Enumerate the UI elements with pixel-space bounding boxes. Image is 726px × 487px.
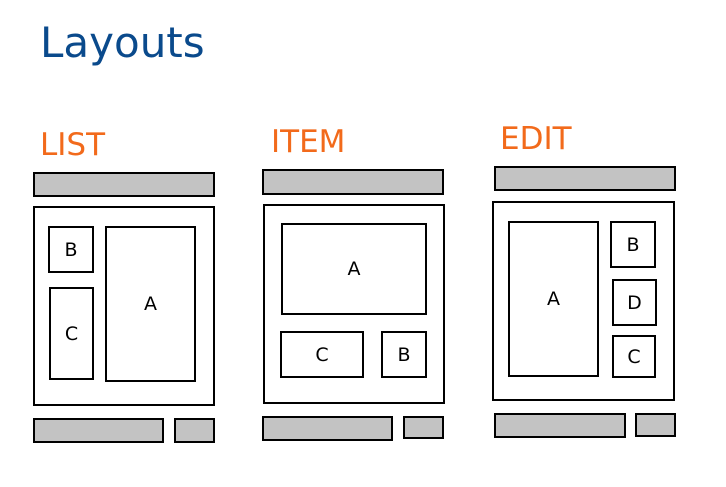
region-b: B (381, 331, 427, 378)
region-c: C (49, 287, 94, 380)
layout-list-heading: LIST (40, 127, 106, 163)
layout-edit-heading: EDIT (500, 121, 572, 157)
region-a: A (508, 221, 599, 377)
page-title: Layouts (40, 18, 205, 67)
footer-bar-wide (262, 416, 393, 441)
region-c: C (612, 335, 656, 378)
footer-bar-narrow (174, 418, 215, 443)
region-b: B (48, 226, 94, 273)
footer-bar-wide (494, 413, 626, 438)
region-a: A (105, 226, 196, 382)
region-d: D (612, 279, 657, 326)
header-bar (494, 166, 676, 191)
layout-item-heading: ITEM (271, 124, 346, 160)
footer-bar-narrow (403, 416, 444, 439)
header-bar (33, 172, 215, 197)
region-a: A (281, 223, 427, 315)
header-bar (262, 169, 444, 195)
region-b: B (610, 221, 656, 268)
region-c: C (280, 331, 364, 378)
footer-bar-narrow (635, 413, 676, 437)
footer-bar-wide (33, 418, 164, 443)
